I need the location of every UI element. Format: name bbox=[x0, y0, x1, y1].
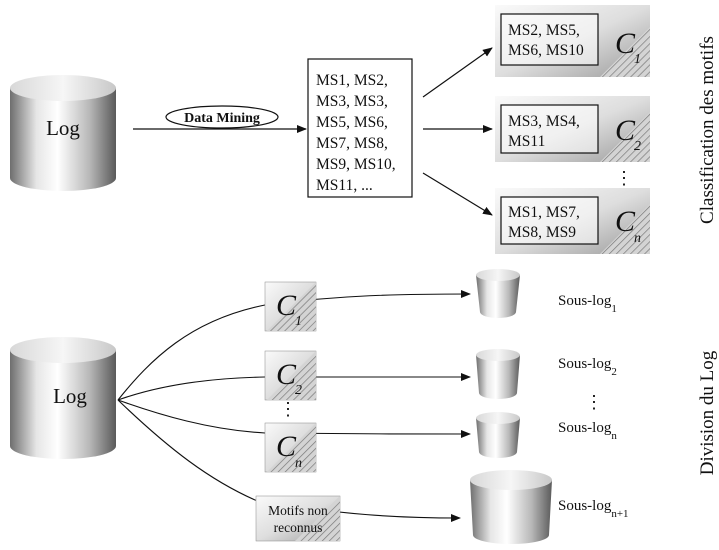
division-curve-unrecognized bbox=[117, 399, 461, 522]
sublog-subscript: n bbox=[611, 430, 617, 442]
sublog-base: Sous-log bbox=[558, 356, 612, 372]
sublog-base: Sous-log bbox=[558, 420, 612, 436]
cluster-symbol: C bbox=[615, 114, 636, 147]
cluster-index: 1 bbox=[634, 52, 641, 67]
filter-panel-1 bbox=[264, 281, 317, 332]
cluster-index: n bbox=[634, 231, 641, 246]
motif-list-line: MS1, MS2, bbox=[316, 72, 388, 89]
cluster-line: MS8, MS9 bbox=[508, 224, 576, 241]
sublog-base: Sous-log bbox=[558, 498, 612, 514]
cluster-symbol: C bbox=[615, 27, 636, 60]
motif-list-line: MS9, MS10, bbox=[316, 156, 396, 173]
sublog-cylinder-n-plus-1 bbox=[470, 470, 552, 544]
motif-list-line: MS11, ... bbox=[316, 177, 373, 194]
filter-ellipsis: ⋮ bbox=[279, 399, 297, 419]
sublog-ellipsis: ⋮ bbox=[585, 392, 603, 412]
sublog-base: Sous-log bbox=[558, 293, 612, 309]
filter-index: 1 bbox=[295, 314, 302, 329]
cluster-index: 2 bbox=[634, 139, 641, 154]
filter-panel-n bbox=[264, 422, 317, 473]
cluster-line: MS3, MS4, bbox=[508, 113, 580, 130]
sublog-label: Sous-log1 bbox=[558, 293, 617, 315]
sublog-subscript: 1 bbox=[611, 303, 617, 315]
classification-side-label: Classification des motifs bbox=[697, 36, 718, 224]
motif-list-line: MS3, MS3, bbox=[316, 93, 388, 110]
filter-index: n bbox=[295, 456, 302, 471]
unrecognized-line: reconnus bbox=[274, 520, 323, 535]
sublog-subscript: n+1 bbox=[611, 508, 628, 520]
sublog-label: Sous-logn bbox=[558, 420, 617, 442]
bottom-log-label: Log bbox=[53, 384, 87, 408]
cluster-line: MS11 bbox=[508, 133, 545, 150]
top-log-cylinder bbox=[10, 75, 116, 191]
top-log-label: Log bbox=[46, 116, 80, 140]
cluster-panel-1 bbox=[495, 5, 650, 77]
cluster-panel-n bbox=[495, 188, 650, 254]
cluster-line: MS6, MS10 bbox=[508, 42, 584, 59]
motif-list-line: MS7, MS8, bbox=[316, 135, 388, 152]
filter-symbol: C bbox=[276, 430, 297, 463]
filter-panel-2 bbox=[264, 350, 317, 401]
cluster-line: MS2, MS5, bbox=[508, 22, 580, 39]
cluster-arrow-1 bbox=[422, 47, 493, 98]
sublog-cylinder-n bbox=[476, 412, 520, 458]
data-mining-ellipse bbox=[165, 105, 279, 129]
filter-symbol: C bbox=[276, 358, 297, 391]
sublog-subscript: 2 bbox=[611, 366, 617, 378]
motif-list-line: MS5, MS6, bbox=[316, 114, 388, 131]
cluster-line: MS1, MS7, bbox=[508, 204, 580, 221]
cluster-arrow-n bbox=[422, 172, 493, 216]
filter-symbol: C bbox=[276, 289, 297, 322]
data-mining-label: Data Mining bbox=[184, 111, 260, 126]
bottom-log-cylinder bbox=[10, 337, 116, 459]
filter-index: 2 bbox=[295, 383, 302, 398]
sublog-cylinder-2 bbox=[476, 349, 520, 399]
cluster-panel-2 bbox=[495, 96, 650, 162]
unrecognized-panel bbox=[255, 495, 341, 542]
division-side-label: Division du Log bbox=[697, 350, 718, 475]
unrecognized-line: Motifs non bbox=[268, 503, 328, 518]
cluster-symbol: C bbox=[615, 205, 636, 238]
sublog-label: Sous-logn+1 bbox=[558, 498, 629, 520]
sublog-label: Sous-log2 bbox=[558, 356, 617, 378]
motif-list-box bbox=[307, 58, 413, 198]
sublog-cylinder-1 bbox=[476, 269, 520, 318]
cluster-ellipsis: ⋮ bbox=[615, 168, 633, 188]
